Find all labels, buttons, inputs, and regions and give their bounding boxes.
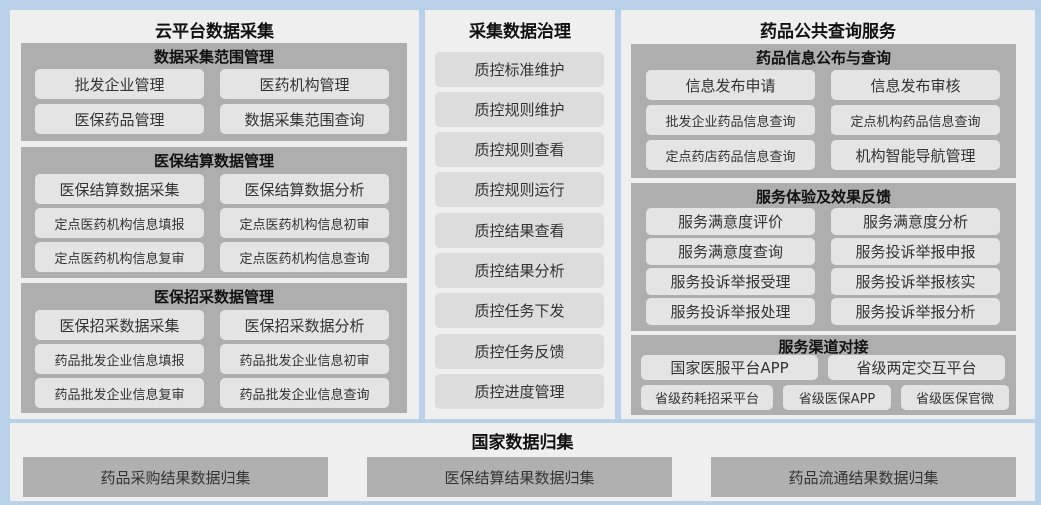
channel-panel: 服务渠道对接 国家医服平台APP 省级两定交互平台 省级药耗招采平台 省级医保A… [631, 335, 1016, 415]
middle-column: 采集数据治理 质控标准维护 质控规则维护 质控规则查看 质控规则运行 质控结果查… [425, 10, 615, 419]
governance-item[interactable]: 质控任务反馈 [435, 334, 604, 369]
left-column: 云平台数据采集 数据采集范围管理 批发企业管理 医药机构管理 医保药品管理 数据… [10, 10, 419, 419]
procurement-item[interactable]: 医保招采数据分析 [220, 310, 389, 340]
settlement-item[interactable]: 定点医药机构信息查询 [220, 242, 389, 272]
scope-panel-title: 数据采集范围管理 [153, 48, 274, 66]
bottom-row-title: 国家数据归集 [471, 433, 574, 453]
channel-panel-title: 服务渠道对接 [778, 338, 869, 356]
feedback-item[interactable]: 服务投诉举报核实 [831, 268, 1000, 295]
feedback-item[interactable]: 服务满意度分析 [831, 208, 1000, 235]
settlement-item[interactable]: 医保结算数据分析 [220, 174, 389, 204]
feedback-item[interactable]: 服务投诉举报处理 [646, 298, 815, 325]
feedback-item[interactable]: 服务满意度评价 [646, 208, 815, 235]
left-column-title: 云平台数据采集 [155, 22, 274, 42]
settlement-item[interactable]: 定点医药机构信息初审 [220, 208, 389, 238]
procurement-panel: 医保招采数据管理 医保招采数据采集 医保招采数据分析 药品批发企业信息填报 药品… [21, 283, 407, 413]
settlement-item[interactable]: 定点医药机构信息复审 [35, 242, 204, 272]
right-column: 药品公共查询服务 药品信息公布与查询 信息发布申请 信息发布审核 批发企业药品信… [621, 10, 1035, 419]
channel-item[interactable]: 省级医保官微 [901, 385, 1009, 410]
middle-column-title: 采集数据治理 [469, 22, 571, 42]
channel-item[interactable]: 省级医保APP [783, 385, 891, 410]
scope-item[interactable]: 批发企业管理 [35, 69, 204, 99]
procurement-panel-title: 医保招采数据管理 [153, 288, 274, 306]
info-item[interactable]: 信息发布申请 [646, 70, 815, 100]
procurement-item[interactable]: 药品批发企业信息填报 [35, 344, 204, 374]
info-panel-title: 药品信息公布与查询 [755, 49, 891, 67]
info-item[interactable]: 定点机构药品信息查询 [831, 105, 1000, 135]
info-item[interactable]: 定点药店药品信息查询 [646, 140, 815, 170]
settlement-panel-title: 医保结算数据管理 [153, 152, 274, 170]
bottom-row: 国家数据归集 药品采购结果数据归集 医保结算结果数据归集 药品流通结果数据归集 [10, 423, 1035, 501]
governance-item[interactable]: 质控结果分析 [435, 253, 604, 288]
channel-item[interactable]: 国家医服平台APP [641, 355, 818, 380]
info-panel: 药品信息公布与查询 信息发布申请 信息发布审核 批发企业药品信息查询 定点机构药… [631, 44, 1016, 178]
aggregation-item[interactable]: 医保结算结果数据归集 [367, 457, 672, 497]
governance-item[interactable]: 质控结果查看 [435, 213, 604, 248]
scope-item[interactable]: 医保药品管理 [35, 104, 204, 134]
settlement-panel: 医保结算数据管理 医保结算数据采集 医保结算数据分析 定点医药机构信息填报 定点… [21, 147, 407, 278]
governance-item[interactable]: 质控任务下发 [435, 293, 604, 328]
governance-item[interactable]: 质控规则运行 [435, 172, 604, 207]
scope-item[interactable]: 数据采集范围查询 [220, 104, 389, 134]
feedback-item[interactable]: 服务投诉举报分析 [831, 298, 1000, 325]
procurement-item[interactable]: 药品批发企业信息初审 [220, 344, 389, 374]
feedback-item[interactable]: 服务投诉举报申报 [831, 238, 1000, 265]
info-item[interactable]: 批发企业药品信息查询 [646, 105, 815, 135]
scope-item[interactable]: 医药机构管理 [220, 69, 389, 99]
info-item[interactable]: 信息发布审核 [831, 70, 1000, 100]
settlement-item[interactable]: 医保结算数据采集 [35, 174, 204, 204]
aggregation-item[interactable]: 药品流通结果数据归集 [711, 457, 1016, 497]
settlement-item[interactable]: 定点医药机构信息填报 [35, 208, 204, 238]
scope-panel: 数据采集范围管理 批发企业管理 医药机构管理 医保药品管理 数据采集范围查询 [21, 43, 407, 141]
feedback-item[interactable]: 服务满意度查询 [646, 238, 815, 265]
feedback-panel-title: 服务体验及效果反馈 [755, 188, 891, 206]
aggregation-item[interactable]: 药品采购结果数据归集 [23, 457, 328, 497]
channel-item[interactable]: 省级药耗招采平台 [641, 385, 773, 410]
governance-item[interactable]: 质控规则维护 [435, 92, 604, 127]
procurement-item[interactable]: 药品批发企业信息查询 [220, 378, 389, 408]
governance-item[interactable]: 质控规则查看 [435, 132, 604, 167]
procurement-item[interactable]: 医保招采数据采集 [35, 310, 204, 340]
right-column-title: 药品公共查询服务 [760, 22, 896, 42]
procurement-item[interactable]: 药品批发企业信息复审 [35, 378, 204, 408]
info-item[interactable]: 机构智能导航管理 [831, 140, 1000, 170]
governance-item[interactable]: 质控进度管理 [435, 374, 604, 409]
governance-item[interactable]: 质控标准维护 [435, 52, 604, 87]
channel-item[interactable]: 省级两定交互平台 [828, 355, 1005, 380]
feedback-panel: 服务体验及效果反馈 服务满意度评价 服务满意度分析 服务满意度查询 服务投诉举报… [631, 183, 1016, 331]
feedback-item[interactable]: 服务投诉举报受理 [646, 268, 815, 295]
